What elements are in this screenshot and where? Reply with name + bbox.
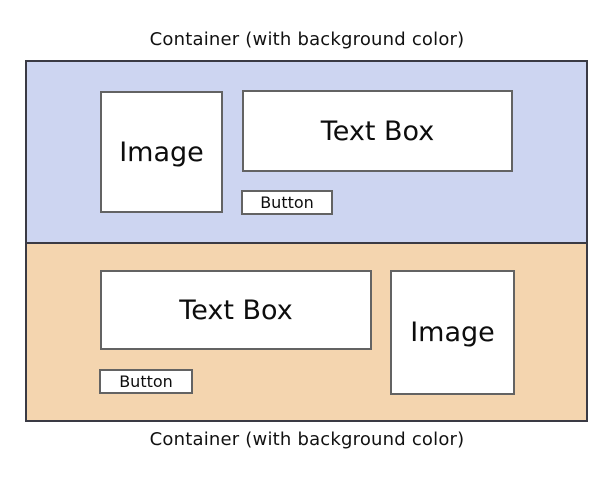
image-placeholder: Image xyxy=(100,91,223,213)
text-box-placeholder-label: Text Box xyxy=(320,115,435,147)
button-placeholder-label: Button xyxy=(119,372,173,391)
button-placeholder[interactable]: Button xyxy=(241,190,333,215)
text-box-placeholder: Text Box xyxy=(242,90,513,172)
image-placeholder-label: Image xyxy=(410,317,495,348)
image-placeholder-label: Image xyxy=(119,136,204,168)
text-box-placeholder: Text Box xyxy=(100,270,372,350)
bottom-container-caption: Container (with background color) xyxy=(149,429,465,450)
top-container-caption: Container (with background color) xyxy=(149,29,465,50)
button-placeholder[interactable]: Button xyxy=(99,369,193,394)
container-bottom: Text Box Button Image xyxy=(25,242,588,422)
text-box-placeholder-label: Text Box xyxy=(179,294,293,326)
image-placeholder: Image xyxy=(390,270,515,395)
button-placeholder-label: Button xyxy=(260,193,314,212)
container-top: Image Text Box Button xyxy=(25,60,588,244)
